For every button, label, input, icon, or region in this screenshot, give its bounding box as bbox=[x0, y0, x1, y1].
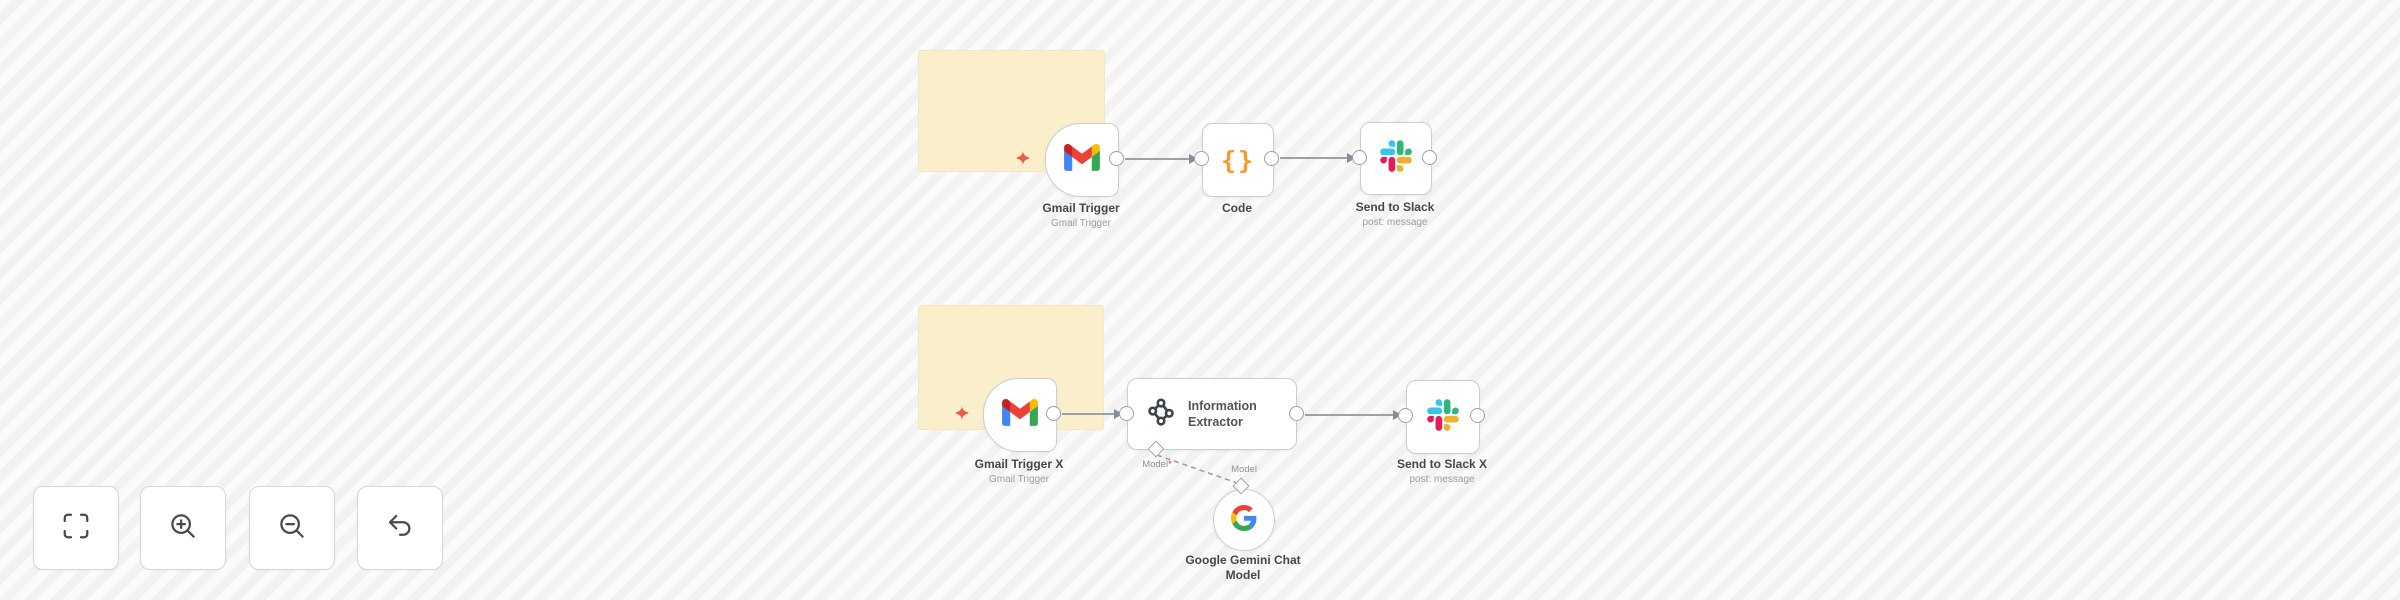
node-label-send-to-slack-x: Send to Slack X post: message bbox=[1396, 457, 1488, 485]
model-port-label: Model* bbox=[1142, 459, 1172, 470]
google-icon bbox=[1231, 504, 1257, 536]
output-port[interactable] bbox=[1046, 406, 1061, 421]
output-port[interactable] bbox=[1289, 406, 1304, 421]
fit-view-button[interactable] bbox=[33, 486, 119, 570]
ai-sparkle-icon bbox=[1016, 151, 1030, 170]
information-extractor-icon bbox=[1146, 397, 1176, 432]
node-label-send-to-slack: Send to Slack post: message bbox=[1355, 200, 1435, 228]
output-port[interactable] bbox=[1422, 150, 1437, 165]
zoom-out-button[interactable] bbox=[249, 486, 335, 570]
node-send-to-slack-x[interactable] bbox=[1406, 380, 1480, 454]
fit-view-icon bbox=[61, 511, 91, 546]
connection-code-to-send-to-slack[interactable] bbox=[1280, 153, 1356, 163]
code-braces-icon: {} bbox=[1220, 145, 1256, 175]
node-google-gemini-chat-model[interactable] bbox=[1213, 489, 1275, 551]
model-port-label: Model bbox=[1231, 464, 1257, 475]
input-port[interactable] bbox=[1119, 406, 1134, 421]
zoom-out-icon bbox=[277, 511, 307, 546]
gmail-icon bbox=[1064, 143, 1100, 176]
connection-information-extractor-to-send-to-slack-x[interactable] bbox=[1305, 410, 1402, 420]
ai-sparkle-icon bbox=[955, 406, 969, 425]
output-port[interactable] bbox=[1109, 151, 1124, 166]
input-port[interactable] bbox=[1194, 151, 1209, 166]
connection-gemini-model-to-information-extractor[interactable] bbox=[1156, 454, 1241, 485]
undo-button[interactable] bbox=[357, 486, 443, 570]
node-title: Information Extractor bbox=[1188, 398, 1257, 429]
gmail-icon bbox=[1002, 398, 1038, 431]
output-port[interactable] bbox=[1470, 408, 1485, 423]
slack-icon bbox=[1427, 398, 1459, 436]
node-label-gmail-trigger-x: Gmail Trigger X Gmail Trigger bbox=[974, 457, 1064, 485]
slack-icon bbox=[1380, 140, 1412, 177]
connection-gmail-trigger-to-code[interactable] bbox=[1125, 154, 1198, 164]
zoom-in-button[interactable] bbox=[140, 486, 226, 570]
node-code[interactable]: {} bbox=[1202, 123, 1274, 197]
zoom-in-icon bbox=[168, 511, 198, 546]
node-gmail-trigger[interactable] bbox=[1045, 123, 1119, 197]
node-send-to-slack[interactable] bbox=[1360, 122, 1432, 195]
node-gmail-trigger-x[interactable] bbox=[983, 378, 1057, 452]
node-label-gmail-trigger: Gmail Trigger Gmail Trigger bbox=[1042, 201, 1120, 229]
input-port[interactable] bbox=[1352, 150, 1367, 165]
output-port[interactable] bbox=[1264, 151, 1279, 166]
connection-gmail-trigger-x-to-information-extractor[interactable] bbox=[1062, 409, 1123, 419]
node-information-extractor[interactable]: Information Extractor bbox=[1127, 378, 1297, 450]
node-label-google-gemini-chat-model: Google Gemini Chat Model bbox=[1185, 553, 1301, 582]
undo-icon bbox=[385, 511, 415, 546]
input-port[interactable] bbox=[1398, 408, 1413, 423]
node-label-code: Code bbox=[1222, 201, 1252, 215]
